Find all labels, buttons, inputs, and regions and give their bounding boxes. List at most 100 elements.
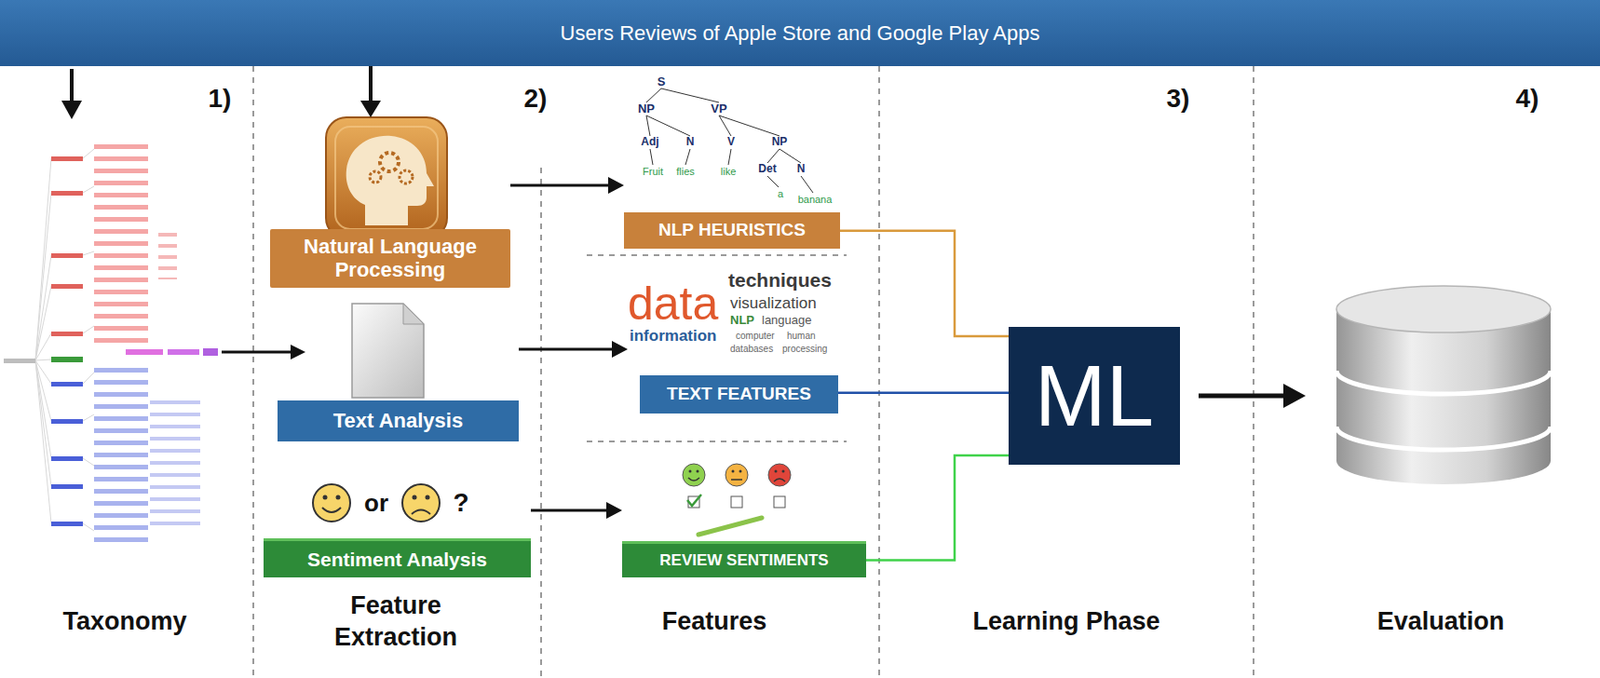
parse-branch [646,115,691,136]
tree-leaves [94,367,149,550]
header-band: Users Reviews of Apple Store and Google … [0,0,1600,67]
gear [379,152,399,172]
node-label: REVIEW SENTIMENTS [622,541,867,578]
parse-branch [650,149,653,165]
arrow-head [1283,383,1306,408]
sentiment-symbol-text: ? [452,488,469,518]
mouth [731,478,743,481]
icon-space [270,117,511,230]
column-heading: Learning Phase [972,608,1160,637]
parse-tree [646,88,814,193]
connector [518,340,628,358]
parse-tree-label: like [720,165,737,177]
arrow-head [61,100,82,120]
parse-tree-label: S [657,75,666,89]
parse-tree-label: N [797,162,806,176]
parse-tree-label: a [777,188,784,200]
tree-node [51,356,83,363]
column-heading: Features [662,608,768,637]
parse-tree-label: V [727,135,735,149]
connector [360,66,381,118]
separator-line [252,66,255,678]
happy-face [312,484,351,522]
sentiment-question [312,484,440,522]
connector-line [510,184,611,188]
document-fold [403,303,424,325]
tree-root [3,358,36,364]
word-cloud-word: language [761,313,813,327]
checkbox [773,496,786,508]
database-top [1336,285,1551,333]
eye [732,470,735,474]
column-separators [253,66,1254,678]
node-label: NLP HEURISTICS [623,212,841,249]
node-label: Natural Language Processing [270,229,511,288]
parse-tree-label: Det [758,162,776,176]
node-label: ML [1008,326,1180,465]
parse-branch [646,115,651,136]
parse-tree-label: NP [637,102,655,116]
tree-node [51,253,83,258]
separator-line [586,254,847,257]
callout-number: 3) [1166,84,1191,114]
mouth [411,510,431,516]
eye [336,495,341,501]
process-box: Sentiment Analysis [263,482,531,578]
feature-box: REVIEW SENTIMENTS [622,461,867,578]
parse-tree-label: NP [772,135,788,149]
check-mark [687,494,702,506]
parse-tree-label: VP [710,102,727,116]
sad-face [768,463,791,487]
eye [412,495,418,501]
callout-number: 2) [524,84,548,114]
parse-branch [767,176,779,188]
review-icons [682,463,791,535]
happy-face [682,463,706,487]
icon-space [622,461,867,542]
tree-leaves [94,144,149,343]
parse-branch [800,176,814,193]
tree-node [51,521,83,527]
tree-node [51,190,83,196]
icon-space [263,482,531,539]
nlp-icon [325,117,448,239]
database-ring [1336,370,1551,394]
eye [774,470,778,474]
tree-node [125,349,163,355]
mouth [773,478,786,482]
separator-line [1252,66,1255,678]
mouth [688,477,700,481]
taxonomy-tree [3,144,218,550]
connector-line [840,230,1009,337]
node-label: Users Reviews of Apple Store and Google … [0,0,1600,67]
connector-line [866,455,1009,560]
learning-box: ML [1008,326,1180,465]
eye [782,470,786,474]
column-heading: Taxonomy [62,608,187,637]
word-cloud-word: processing [782,343,828,354]
connector-line [838,392,1009,395]
arrow-head [360,100,381,118]
column-heading: Evaluation [1377,608,1506,637]
sentiment-symbol-text: or [364,489,389,517]
connector [840,230,1009,337]
tree-node [51,156,83,162]
node-label: Text Analysis [277,400,519,442]
tree-node [51,484,83,489]
eye [739,470,743,474]
connector-line [530,509,609,513]
eye [689,470,692,474]
arrow-line [221,351,293,354]
separator-line [586,440,847,443]
separator-line [540,167,543,678]
tree-node [203,348,218,356]
word-cloud-word: NLP [730,313,755,327]
feature-box: NLP HEURISTICS [623,72,841,249]
head-silhouette [346,135,434,226]
parse-tree-label: Adj [640,135,659,149]
parse-tree-label: Fruit [642,165,664,177]
word-cloud-word: visualization [730,295,817,313]
parse-branch [779,149,801,163]
tree-node [51,284,83,289]
